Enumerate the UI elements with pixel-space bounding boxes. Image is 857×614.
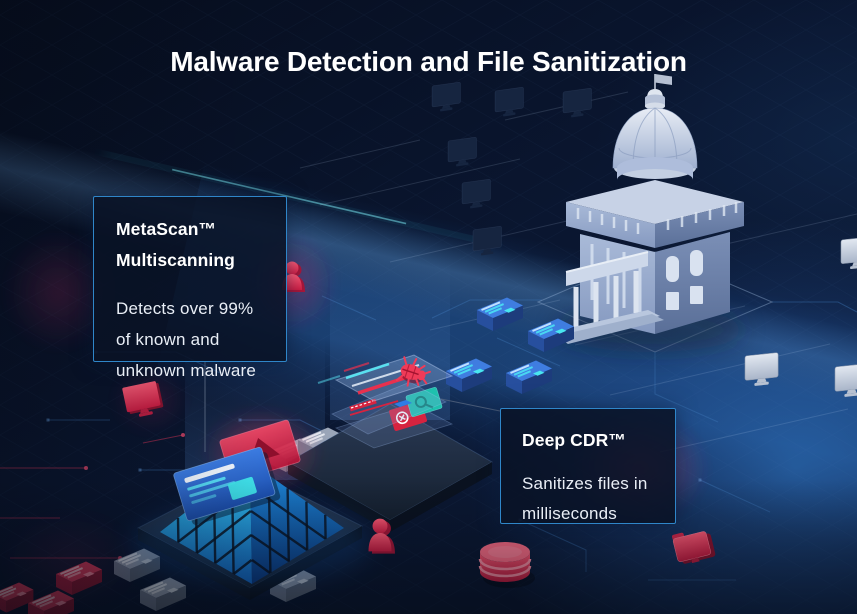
government-building-illustration xyxy=(536,74,774,353)
dome xyxy=(612,89,698,180)
page-title: Malware Detection and File Sanitization xyxy=(170,46,687,77)
callout-deep-cdr-body: Sanitizes files in milliseconds xyxy=(522,474,648,523)
portico xyxy=(556,251,664,344)
callout-metascan-body: Detects over 99% of known and unknown ma… xyxy=(116,299,257,380)
callout-deep-cdr-title: Deep CDR™ xyxy=(522,430,626,450)
callout-deep-cdr: Deep CDR™ Sanitizes files in millisecond… xyxy=(500,408,676,524)
flag-icon xyxy=(654,74,672,89)
callout-connector xyxy=(440,398,501,412)
callout-metascan-title: MetaScan™ Multiscanning xyxy=(116,219,235,270)
malware-bug-icon xyxy=(395,356,431,387)
sanitized-file-card xyxy=(405,387,443,417)
callout-metascan: MetaScan™ Multiscanning Detects over 99%… xyxy=(93,196,287,380)
